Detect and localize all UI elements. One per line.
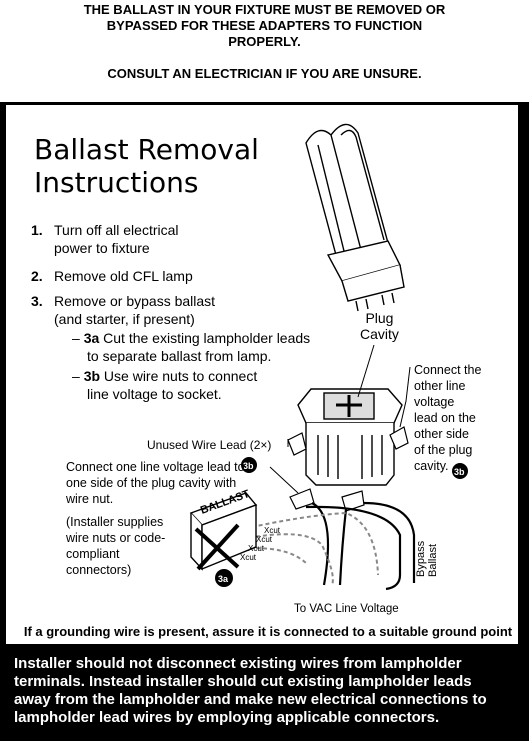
badge-3a-icon bbox=[215, 569, 233, 587]
step-2-text: Remove old CFL lamp bbox=[54, 268, 193, 284]
footer-line-1: Installer should not disconnect existing… bbox=[14, 655, 462, 672]
warning-line-1: THE BALLAST IN YOUR FIXTURE MUST BE REMO… bbox=[83, 2, 446, 17]
plug-cavity-socket-icon bbox=[297, 388, 403, 486]
connect-other-line-7: cavity. bbox=[414, 459, 449, 473]
connect-other-note: Connect the other line voltage lead on t… bbox=[414, 362, 481, 474]
installer-line-2: wire nuts or code- bbox=[66, 531, 166, 545]
installer-line-4: connectors) bbox=[66, 563, 132, 577]
badge-3b-right-text: 3b bbox=[454, 467, 465, 477]
vac-line-label: To VAC Line Voltage bbox=[294, 603, 399, 615]
cut-label-1: Xcut bbox=[264, 526, 281, 535]
cut-label-3: Xcut bbox=[248, 544, 265, 553]
step-3-line-2: (and starter, if present) bbox=[54, 311, 195, 327]
page-title: Ballast Removal Instructions bbox=[34, 133, 259, 199]
title-line-2: Instructions bbox=[34, 166, 199, 199]
connect-other-line-2: other line bbox=[414, 379, 466, 393]
connect-other-line-1: Connect the bbox=[414, 363, 482, 377]
footer-line-4: lampholder lead wires by employing appli… bbox=[14, 709, 440, 726]
step-1-text: Turn off all electrical power to fixture bbox=[54, 221, 179, 257]
footer-line-3: away from the lampholder and make new el… bbox=[14, 691, 487, 708]
cfl-lamp-icon bbox=[305, 123, 405, 312]
substep-3a: – 3a Cut the existing lampholder leads t… bbox=[72, 330, 311, 364]
substep-3a-line-2: to separate ballast from lamp. bbox=[87, 348, 272, 364]
connect-one-note: Connect one line voltage lead to one sid… bbox=[66, 459, 245, 507]
warning-line-3: PROPERLY. bbox=[228, 34, 301, 49]
plug-cavity-line-2: Cavity bbox=[360, 326, 399, 342]
installer-footer-note: Installer should not disconnect existing… bbox=[14, 655, 519, 727]
cut-label-4: Xcut bbox=[240, 553, 257, 562]
wiring-diagram: BALLAST 3b 3b 3a Xcut Xcut Xcut Xcut bbox=[189, 123, 468, 591]
ballast-cross-icon bbox=[194, 523, 240, 571]
installer-line-1: (Installer supplies bbox=[66, 515, 164, 529]
warning-line-2: BYPASSED FOR THESE ADAPTERS TO FUNCTION bbox=[106, 18, 423, 33]
title-line-1: Ballast Removal bbox=[34, 133, 259, 166]
wire-nut-icons bbox=[287, 426, 409, 512]
instruction-card: Ballast Removal Instructions 1. Turn off… bbox=[6, 105, 518, 644]
wires bbox=[305, 501, 416, 591]
callout-lines bbox=[269, 344, 411, 494]
step-1-line-1: Turn off all electrical bbox=[54, 222, 179, 238]
installer-note: (Installer supplies wire nuts or code- c… bbox=[66, 514, 165, 578]
substep-3b-line-2: line voltage to socket. bbox=[87, 386, 222, 402]
badge-3a-text: 3a bbox=[218, 574, 229, 584]
instruction-panel: Ballast Removal Instructions 1. Turn off… bbox=[0, 102, 529, 651]
badge-3b-left-text: 3b bbox=[243, 461, 254, 471]
bypass-line-1: Bypass bbox=[415, 540, 427, 577]
substep-3b-line-1: Use wire nuts to connect bbox=[103, 368, 258, 384]
connect-other-line-6: of the plug bbox=[414, 443, 473, 457]
warning-banner: THE BALLAST IN YOUR FIXTURE MUST BE REMO… bbox=[0, 0, 529, 100]
bypass-line-2: Ballast bbox=[427, 544, 439, 577]
consult-electrician: CONSULT AN ELECTRICIAN IF YOU ARE UNSURE… bbox=[107, 66, 422, 81]
cut-label-2: Xcut bbox=[256, 535, 273, 544]
substep-3b-id: 3b bbox=[83, 368, 101, 384]
connect-one-line-1: Connect one line voltage lead to bbox=[66, 460, 245, 474]
substep-3a-line-1: Cut the existing lampholder leads bbox=[103, 330, 311, 346]
substep-3a-id: 3a bbox=[83, 330, 100, 346]
step-3-text: Remove or bypass ballast (and starter, i… bbox=[54, 292, 215, 328]
badge-3b-left-icon bbox=[241, 457, 257, 473]
step-1-number: 1. bbox=[31, 222, 43, 238]
step-2-number: 2. bbox=[31, 268, 43, 284]
connect-one-line-2: one side of the plug cavity with bbox=[66, 476, 237, 490]
step-1-line-2: power to fixture bbox=[54, 240, 150, 256]
footer-line-2: terminals. Instead installer should cut … bbox=[14, 673, 472, 690]
step-3-number: 3. bbox=[31, 293, 43, 309]
badge-3b-right-icon bbox=[452, 463, 468, 479]
connect-other-line-5: other side bbox=[414, 427, 469, 441]
connect-one-line-3: wire nut. bbox=[66, 492, 114, 506]
plug-cavity-label: Plug Cavity bbox=[360, 310, 399, 342]
substep-3b: – 3b Use wire nuts to connect line volta… bbox=[72, 368, 258, 402]
plug-cavity-line-1: Plug bbox=[365, 310, 394, 326]
unused-wire-label: Unused Wire Lead (2×) bbox=[147, 438, 272, 452]
connect-other-line-4: lead on the bbox=[414, 411, 476, 425]
installer-line-3: compliant bbox=[66, 547, 120, 561]
grounding-note: If a grounding wire is present, assure i… bbox=[23, 624, 513, 639]
step-3-line-1: Remove or bypass ballast bbox=[54, 293, 216, 309]
connect-other-line-3: voltage bbox=[414, 395, 455, 409]
